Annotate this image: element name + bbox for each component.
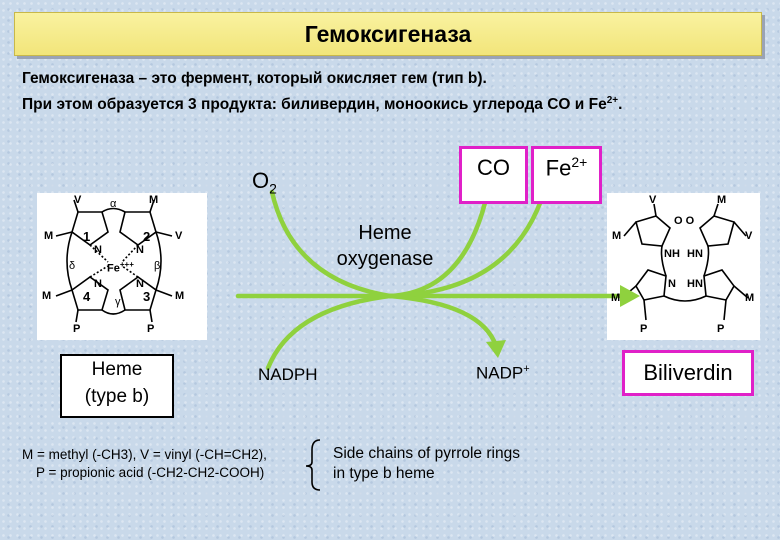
heme-ring-4: 4 (83, 289, 91, 304)
co-box: CO (459, 146, 528, 204)
main-arrowhead (620, 285, 640, 307)
o2-arrow-in (269, 189, 393, 299)
heme-p1: P (73, 323, 81, 335)
heme-label-line-1: Heme (91, 359, 143, 380)
page-title: Гемоксигеназа (304, 20, 472, 47)
heme-p2: P (147, 323, 155, 335)
bili-hn-bottom: HN (687, 278, 703, 290)
nadp-arrowhead (486, 340, 506, 358)
bili-v2: V (745, 230, 753, 242)
heme-labels: V M M V M M P P 1 2 3 4 α β γ δ N N N N … (37, 193, 207, 340)
bili-m2: M (612, 230, 622, 242)
bili-p2: P (717, 323, 725, 335)
heme-m2: M (44, 230, 54, 242)
fe-charge: 2+ (571, 154, 588, 171)
heme-ring-1: 1 (83, 229, 91, 244)
fe-label: Fe2+ (546, 154, 588, 181)
heme-structure (55, 199, 173, 323)
heme-ring-3: 3 (143, 289, 151, 304)
o2-subscript: 2 (269, 180, 277, 197)
enzyme-label-line-2: oxygenase (336, 248, 434, 270)
heme-beta: β (154, 260, 161, 272)
legend-brace (305, 439, 321, 491)
heme-m1: M (149, 194, 159, 206)
legend-abbreviations: M = methyl (-CH3), V = vinyl (-CH=CH2), … (22, 446, 267, 482)
legend-side-line-2: in type b heme (333, 465, 435, 482)
heme-n3: N (94, 278, 102, 290)
intro-text: Гемоксигеназа – это фермент, который оки… (22, 68, 622, 116)
intro-line-2-text: При этом образуется 3 продукта: биливерд… (22, 96, 607, 114)
bili-oo: O O (674, 215, 695, 227)
heme-m3: M (42, 290, 52, 302)
biliverdin-structure-box (607, 193, 760, 340)
intro-line-1: Гемоксигеназа – это фермент, который оки… (22, 70, 487, 87)
o2-label: O2 (252, 168, 277, 196)
intro-line-2-sup: 2+ (606, 95, 619, 106)
heme-structure-box (37, 193, 207, 340)
enzyme-label: Heme oxygenase (330, 220, 440, 272)
heme-iron-charge: +++ (119, 260, 134, 269)
nadp-arrow-out (387, 293, 499, 349)
bili-n: N (668, 278, 676, 290)
heme-n4: N (136, 278, 144, 290)
bili-m4: M (745, 292, 755, 304)
biliverdin-label-box: Biliverdin (622, 350, 754, 396)
intro-line-2-end: . (618, 96, 623, 114)
bili-nh: NH (664, 248, 680, 260)
bili-v1: V (649, 194, 657, 206)
heme-gamma: γ (115, 296, 121, 308)
bili-m3: M (611, 292, 621, 304)
biliverdin-labels: V M M V M M P P O O NH HN N HN (607, 193, 760, 340)
heme-v1: V (74, 194, 82, 206)
heme-ring-2: 2 (143, 229, 151, 244)
heme-delta: δ (69, 260, 76, 272)
legend-line-2: P = propionic acid (-CH2-CH2-COOH) (36, 465, 265, 480)
bili-p1: P (640, 323, 648, 335)
legend-line-1: M = methyl (-CH3), V = vinyl (-CH=CH2), (22, 447, 267, 462)
nadph-arrow-in (265, 293, 393, 371)
heme-n1: N (94, 244, 102, 256)
fe-arrow-out (387, 175, 551, 299)
heme-label-line-2: (type b) (84, 386, 150, 407)
heme-v2: V (175, 230, 183, 242)
biliverdin-label: Biliverdin (643, 360, 733, 385)
heme-iron-symbol: Fe (107, 262, 120, 275)
heme-m4: M (175, 290, 185, 302)
nadph-label: NADPH (258, 365, 318, 384)
fe-symbol: Fe (545, 155, 572, 181)
reaction-arrows (235, 175, 623, 371)
heme-iron: Fe+++ (107, 260, 134, 275)
fe-box: Fe2+ (531, 146, 602, 204)
bili-hn-top: HN (687, 248, 703, 260)
nadp-label: NADP+ (476, 363, 530, 384)
heme-label-box: Heme (type b) (60, 354, 174, 418)
heme-n2: N (136, 244, 144, 256)
bili-m1: M (717, 194, 727, 206)
legend-side-chains: Side chains of pyrrole rings in type b h… (333, 444, 520, 484)
title-bar: Гемоксигеназа (14, 12, 762, 56)
nadp-charge: + (523, 363, 530, 375)
co-label: CO (477, 155, 510, 180)
legend-side-line-1: Side chains of pyrrole rings (333, 445, 520, 462)
o2-symbol: O (252, 168, 270, 193)
intro-line-2: При этом образуется 3 продукта: биливерд… (22, 90, 622, 116)
heme-alpha: α (110, 198, 117, 210)
nadp-symbol: NADP (476, 363, 524, 383)
enzyme-label-line-1: Heme (358, 222, 412, 244)
